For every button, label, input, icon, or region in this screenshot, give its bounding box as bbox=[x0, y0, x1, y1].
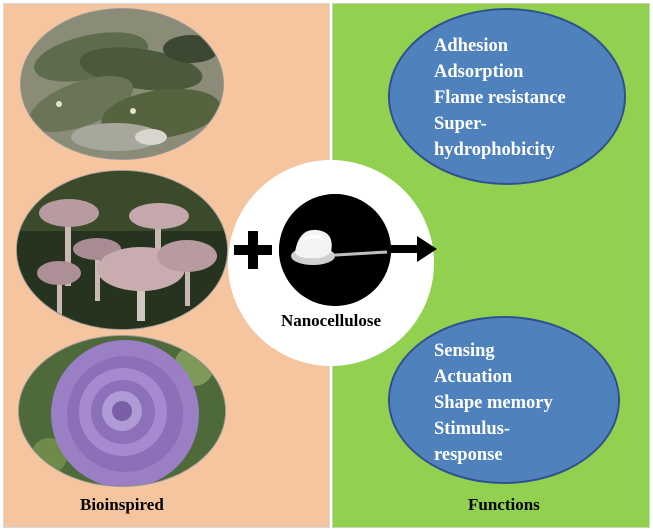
function-item: Adsorption bbox=[434, 62, 524, 82]
functions-list-bottom: Sensing Actuation Shape memory Stimulus-… bbox=[434, 338, 553, 468]
nanocellulose-label: Nanocellulose bbox=[280, 311, 382, 330]
function-item: Super- bbox=[434, 114, 487, 134]
arrow-right-icon bbox=[391, 236, 437, 262]
function-item: Flame resistance bbox=[434, 88, 566, 108]
spoon-illustration bbox=[279, 194, 391, 306]
function-item: Sensing bbox=[434, 341, 495, 361]
function-item: Adhesion bbox=[434, 36, 509, 56]
rose-image bbox=[18, 335, 226, 487]
mushroom-image bbox=[16, 170, 228, 330]
function-item: Shape memory bbox=[434, 393, 553, 413]
nanocellulose-sample-image bbox=[279, 194, 391, 306]
bioinspired-label: Bioinspired bbox=[80, 495, 164, 514]
functions-ellipse-top bbox=[388, 8, 626, 185]
rose-illustration bbox=[19, 336, 225, 486]
function-item: hydrophobicity bbox=[434, 140, 555, 160]
mushroom-illustration bbox=[17, 171, 227, 329]
fish-image bbox=[20, 8, 224, 160]
functions-label: Functions bbox=[468, 495, 540, 514]
function-item: Stimulus- bbox=[434, 419, 511, 439]
functions-ellipse-bottom bbox=[388, 316, 620, 484]
fish-illustration bbox=[21, 9, 223, 159]
function-item: Actuation bbox=[434, 367, 513, 387]
function-item: response bbox=[434, 445, 503, 465]
functions-list-top: Adhesion Adsorption Flame resistance Sup… bbox=[434, 33, 566, 163]
plus-icon bbox=[234, 231, 272, 269]
